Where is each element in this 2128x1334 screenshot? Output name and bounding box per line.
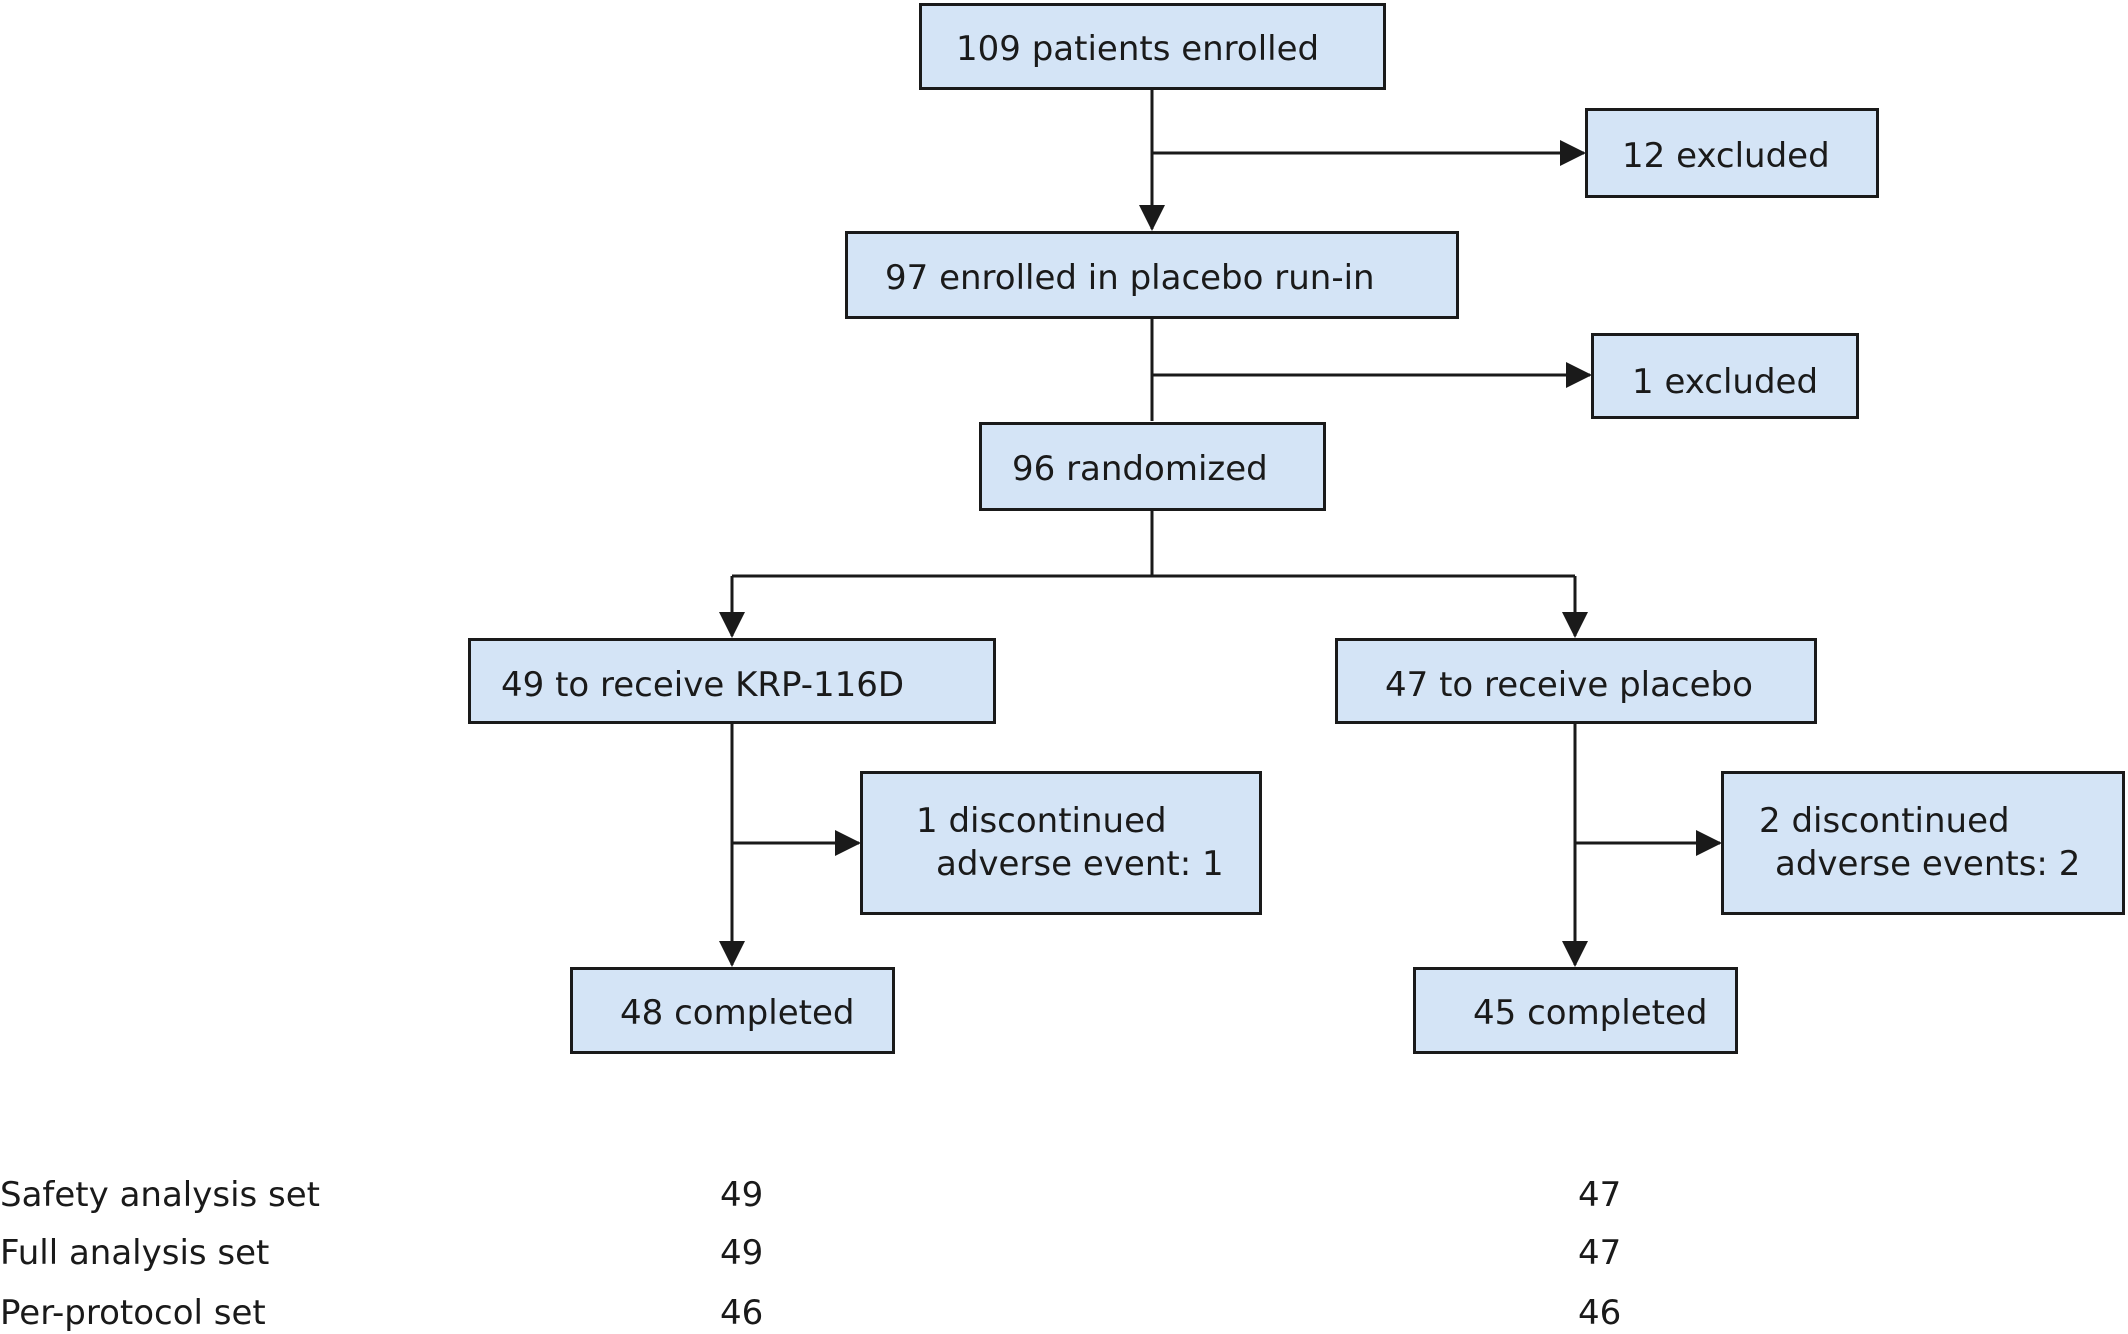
box-completed-placebo-text: 45 completed <box>1473 993 1708 1033</box>
box-run-in-text: 97 enrolled in placebo run-in <box>885 258 1375 298</box>
box-run-in: 97 enrolled in placebo run-in <box>845 231 1459 319</box>
box-randomized: 96 randomized <box>979 422 1326 511</box>
analysis-set-label: Full analysis set <box>0 1233 270 1273</box>
box-discontinued-placebo: 2 discontinued adverse events: 2 <box>1721 771 2125 915</box>
box-randomized-text: 96 randomized <box>1012 449 1268 489</box>
analysis-set-placebo-value: 47 <box>1578 1175 1622 1215</box>
box-completed-placebo: 45 completed <box>1413 967 1738 1054</box>
box-discontinued-krp-line-1: 1 discontinued <box>916 801 1167 841</box>
analysis-set-krp-value: 49 <box>720 1175 764 1215</box>
analysis-set-krp-value: 46 <box>720 1293 764 1333</box>
analysis-set-label: Per-protocol set <box>0 1293 266 1333</box>
analysis-set-krp-value: 49 <box>720 1233 764 1273</box>
box-enrolled-text: 109 patients enrolled <box>956 29 1320 69</box>
box-arm-placebo: 47 to receive placebo <box>1335 638 1817 724</box>
box-arm-krp: 49 to receive KRP-116D <box>468 638 996 724</box>
box-enrolled: 109 patients enrolled <box>919 3 1386 90</box>
box-excluded-2-text: 1 excluded <box>1632 362 1819 402</box>
box-discontinued-krp: 1 discontinued adverse event: 1 <box>860 771 1262 915</box>
box-completed-krp: 48 completed <box>570 967 895 1054</box>
box-completed-krp-text: 48 completed <box>620 993 855 1033</box>
box-arm-placebo-text: 47 to receive placebo <box>1385 665 1753 705</box>
box-excluded-1: 12 excluded <box>1585 108 1879 198</box>
analysis-set-label: Safety analysis set <box>0 1175 320 1215</box>
box-discontinued-krp-line-2: adverse event: 1 <box>936 844 1224 884</box>
analysis-set-placebo-value: 46 <box>1578 1293 1622 1333</box>
box-arm-krp-text: 49 to receive KRP-116D <box>501 665 905 705</box>
box-discontinued-placebo-line-1: 2 discontinued <box>1759 801 2010 841</box>
box-excluded-2: 1 excluded <box>1591 333 1859 419</box>
analysis-set-placebo-value: 47 <box>1578 1233 1622 1273</box>
box-excluded-1-text: 12 excluded <box>1622 136 1830 176</box>
box-discontinued-placebo-line-2: adverse events: 2 <box>1775 844 2081 884</box>
